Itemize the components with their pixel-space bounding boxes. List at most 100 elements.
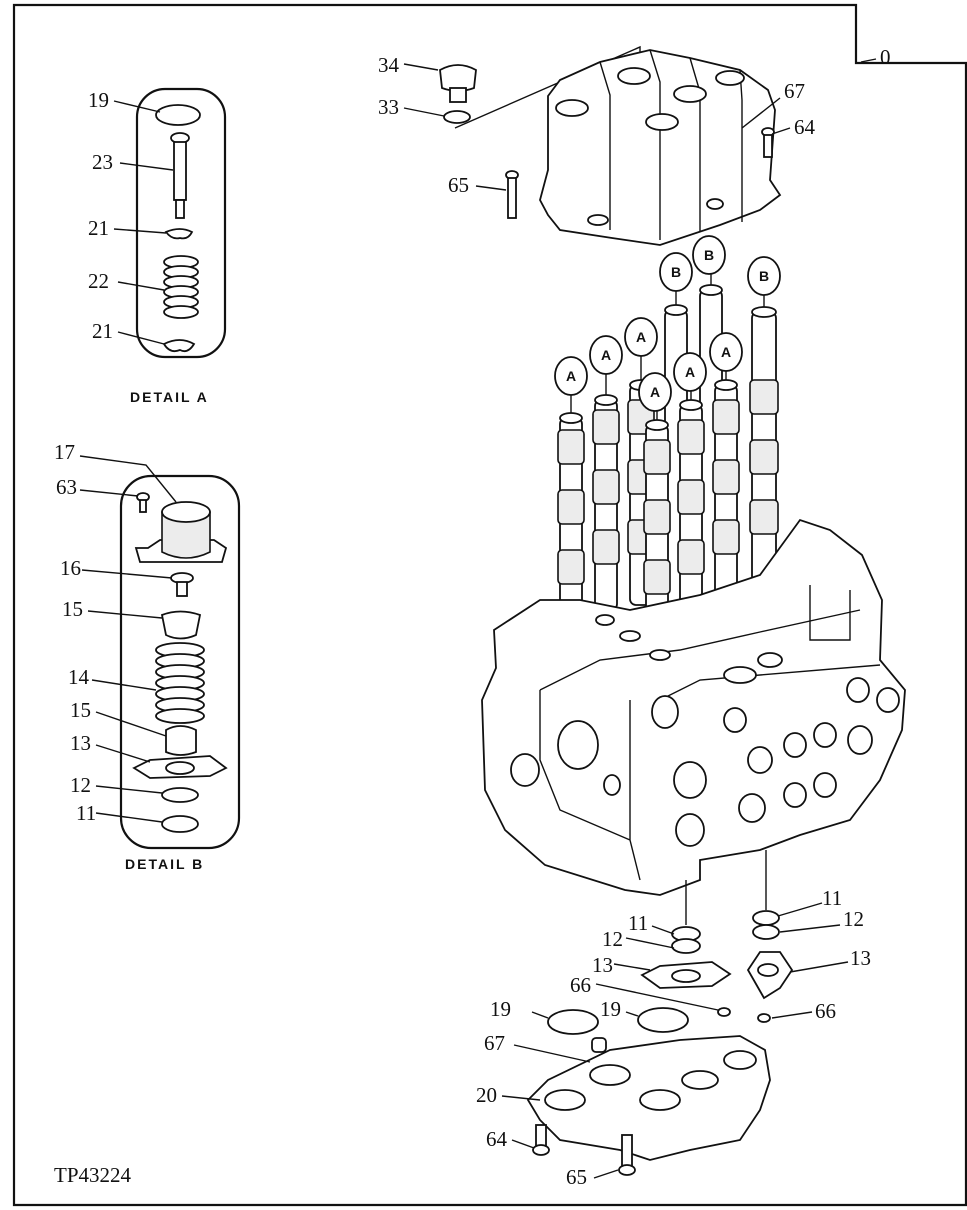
port-face-8 (783, 782, 807, 808)
bolt-65-bottom-shank (621, 1134, 633, 1168)
spool-tag-7-text: B (671, 264, 681, 280)
detail-b-caption: DETAIL B (125, 856, 204, 872)
spool-tag-4-text: A (650, 384, 660, 400)
callout-66-right: 66 (815, 999, 836, 1023)
port-top-1 (651, 695, 679, 729)
bolt-65-top-shank (507, 177, 517, 219)
leader-13-right (789, 961, 849, 973)
callout-12-right: 12 (843, 907, 864, 931)
leader-16 (81, 569, 173, 579)
leader-11-mid (651, 925, 675, 935)
valve-body (481, 518, 906, 896)
leader-33 (403, 107, 445, 117)
cover-port-4 (715, 70, 745, 86)
leader-0 (860, 58, 877, 63)
port-top-2 (723, 666, 757, 684)
callout-19-left: 19 (490, 997, 511, 1021)
cap-body-17 (161, 511, 211, 559)
spool-tag-7 (659, 252, 693, 292)
cap-top-17 (161, 501, 211, 523)
spool-tag-5 (673, 352, 707, 392)
bottom-port-2 (589, 1064, 631, 1086)
cover-port-2 (617, 67, 651, 85)
figure-number: TP43224 (54, 1163, 132, 1187)
callout-67-top: 67 (784, 79, 805, 103)
leader-63 (79, 489, 139, 497)
port-top-4 (619, 630, 641, 642)
plug-34-thread (449, 87, 467, 103)
spool-tag-8-text: B (704, 247, 714, 263)
callout-15-top: 15 (62, 597, 83, 621)
top-cover: 34 33 67 64 65 (378, 45, 816, 246)
leader-67-top (741, 97, 781, 129)
leader-34 (403, 63, 439, 71)
callout-20: 20 (476, 1083, 497, 1107)
callout-34: 34 (378, 53, 400, 77)
spool-tag-2-text: A (601, 347, 611, 363)
leader-12-b (95, 785, 163, 794)
port-face-10 (847, 725, 873, 755)
spool-4: A (638, 372, 672, 641)
spool-1: A (554, 356, 588, 629)
spool-tag-4 (638, 372, 672, 412)
leader-15-top (87, 610, 163, 619)
leader-66-mid (595, 983, 719, 1011)
spool-group: A A A B (554, 235, 781, 641)
callout-11-mid: 11 (628, 911, 648, 935)
callout-13-b: 13 (70, 731, 91, 755)
leader-19-a (113, 100, 161, 113)
spool-tag-6 (709, 332, 743, 372)
spool-2: A (589, 335, 623, 611)
port-face-1 (673, 761, 707, 799)
port-top-6 (595, 614, 615, 626)
leader-11-right (777, 902, 823, 917)
callout-19-right: 19 (600, 997, 621, 1021)
cover-port-1 (555, 99, 589, 117)
spool-tag-1-text: A (566, 368, 576, 384)
callout-67-bottom: 67 (484, 1031, 505, 1055)
port-top-5 (649, 649, 671, 661)
callout-63: 63 (56, 475, 77, 499)
leader-65-bottom (593, 1169, 619, 1179)
bolt-65-bottom-head (618, 1164, 636, 1176)
poppet-stem-23 (173, 141, 187, 201)
callout-33: 33 (378, 95, 399, 119)
ring-12-right (752, 924, 780, 940)
plug-19-right (637, 1007, 689, 1033)
callout-11-right: 11 (822, 886, 842, 910)
bottom-cover: 19 19 67 20 64 65 (476, 997, 771, 1189)
poppet-tip (175, 199, 185, 219)
leader-17 (79, 455, 177, 503)
callout-13-right: 13 (850, 946, 871, 970)
leader-67-bottom (513, 1044, 591, 1063)
leader-19-left (531, 1011, 549, 1019)
ring-11-right (752, 910, 780, 926)
spool-tag-2 (589, 335, 623, 375)
leader-22 (117, 281, 165, 291)
cover-port-7 (706, 198, 724, 210)
cover-ribs (599, 49, 743, 240)
port-face-7 (813, 722, 837, 748)
leader-19-right (625, 1011, 639, 1017)
spool-tag-8 (692, 235, 726, 275)
callout-17: 17 (54, 440, 75, 464)
seat-15-top (160, 610, 202, 640)
callout-64-top: 64 (794, 115, 816, 139)
spool-tag-5-text: A (685, 364, 695, 380)
port-small-1 (603, 774, 621, 796)
bolt-66-right (757, 1013, 771, 1023)
bottom-port-3 (639, 1089, 681, 1111)
leader-12-mid (625, 937, 675, 949)
plate-13-hole (165, 761, 195, 775)
detail-a: 19 23 21 22 21 DETAIL A (88, 87, 227, 405)
port-face-9 (813, 772, 837, 798)
bolt-64-top-shank (763, 134, 773, 158)
port-face-12 (846, 677, 870, 703)
cover-port-3 (673, 85, 707, 103)
detail-b-frame (119, 474, 241, 850)
spring-14 (155, 642, 205, 724)
leader-13-mid (613, 963, 651, 971)
port-face-5 (738, 793, 766, 823)
